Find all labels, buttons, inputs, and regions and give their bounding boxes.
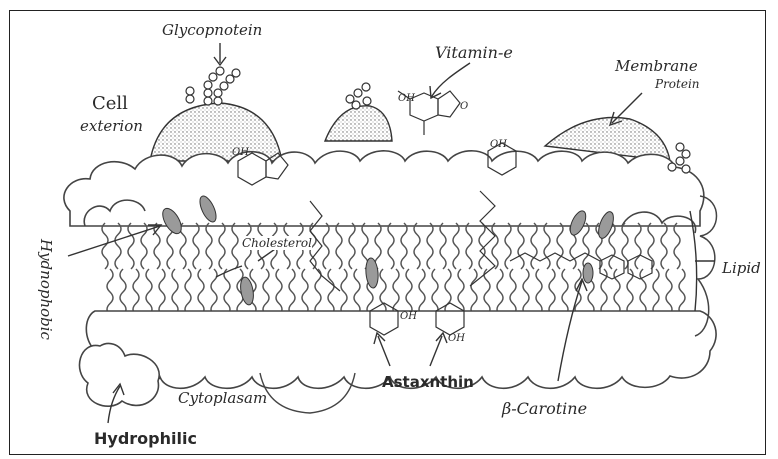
lipid-tail-upper <box>219 223 225 269</box>
lipid-tail-lower <box>497 269 503 315</box>
label-membrane: Membrane <box>615 57 698 75</box>
label-hydrophobic: Hydnophobic <box>37 239 55 340</box>
membrane-protein-middle <box>325 106 392 141</box>
lipid-tail-upper <box>557 223 563 269</box>
lipid-tail-lower <box>536 269 542 315</box>
lipid-tail-lower <box>471 269 477 315</box>
lipid-tail-lower <box>328 269 334 315</box>
lipid-tail-upper <box>388 223 394 269</box>
lipid-tail-lower <box>133 269 139 315</box>
lipid-tail-upper <box>674 223 680 269</box>
label-oh-ring-top: OH <box>490 139 507 150</box>
lipid-tail-lower <box>523 269 529 315</box>
lipid-tail-upper <box>648 223 654 269</box>
lipid-tail-upper <box>193 223 199 269</box>
label-exterior: exterion <box>80 117 143 135</box>
lipid-tail-lower <box>172 269 178 315</box>
lipid-tail-lower <box>679 269 685 315</box>
lipid-tail-upper <box>232 223 238 269</box>
lipid-tail-lower <box>107 269 113 315</box>
lipid-tail-lower <box>406 269 412 315</box>
lipid-tail-lower <box>354 269 360 315</box>
label-cell: Cell <box>92 93 128 114</box>
lipid-tail-upper <box>466 223 472 269</box>
lipid-tail-upper <box>401 223 407 269</box>
lipid-tail-lower <box>263 269 269 315</box>
label-vitamin-e: Vitamin-e <box>435 43 513 62</box>
lipid-tail-upper <box>635 223 641 269</box>
lipid-tail-lower <box>276 269 282 315</box>
label-beta-carotene: β-Carotine <box>502 399 587 418</box>
label-hydrophilic: Hydrophilic <box>94 429 197 448</box>
label-protein: Protein <box>655 77 700 91</box>
lipid-tail-upper <box>206 223 212 269</box>
lipid-tail-lower <box>224 269 230 315</box>
lipid-tail-lower <box>302 269 308 315</box>
lipid-tail-upper <box>128 223 134 269</box>
lipid-tail-upper <box>583 223 589 269</box>
lipid-tail-upper <box>544 223 550 269</box>
label-cholesterol: Cholesterol <box>242 236 312 250</box>
label-oh-astax-2: OH <box>448 333 465 344</box>
lipid-tail-upper <box>479 223 485 269</box>
lipid-tail-lower <box>120 269 126 315</box>
lipid-tail-upper <box>414 223 420 269</box>
label-oh-ring-left: OH <box>232 147 249 158</box>
lipid-tail-lower <box>445 269 451 315</box>
lipid-tail-upper <box>102 223 108 269</box>
lipid-tail-upper <box>336 223 342 269</box>
label-oh-vitamin: OH <box>398 93 415 104</box>
lipid-tail-lower <box>484 269 490 315</box>
label-cytoplasm: Cytoplasam <box>178 389 267 407</box>
lipid-tail-upper <box>622 223 628 269</box>
lipid-tails <box>102 223 685 315</box>
label-o-vitamin: O <box>460 101 468 112</box>
label-oh-astax-1: OH <box>400 311 417 322</box>
label-astaxanthin: Astaxnthin <box>382 373 474 391</box>
lipid-tail-lower <box>653 269 659 315</box>
lipid-tail-upper <box>375 223 381 269</box>
lipid-tail-lower <box>627 269 633 315</box>
lipid-tail-lower <box>666 269 672 315</box>
lipid-tail-upper <box>505 223 511 269</box>
lipid-tail-upper <box>661 223 667 269</box>
lipid-tail-upper <box>115 223 121 269</box>
lipid-tail-lower <box>315 269 321 315</box>
lipid-tail-lower <box>510 269 516 315</box>
label-glycoprotein: Glycopnotein <box>162 21 262 39</box>
lipid-tail-lower <box>211 269 217 315</box>
lipid-tail-upper <box>349 223 355 269</box>
lipid-tail-lower <box>549 269 555 315</box>
lipid-tail-upper <box>518 223 524 269</box>
lipid-tail-lower <box>341 269 347 315</box>
lipid-tail-lower <box>380 269 386 315</box>
lipid-tail-upper <box>323 223 329 269</box>
lipid-tail-lower <box>432 269 438 315</box>
lipid-tail-lower <box>289 269 295 315</box>
lipid-tail-lower <box>146 269 152 315</box>
lipid-tail-lower <box>419 269 425 315</box>
lipid-tail-upper <box>492 223 498 269</box>
diagram-frame: Glycopnotein Vitamin-e Membrane Protein … <box>9 10 766 455</box>
lipid-tail-upper <box>440 223 446 269</box>
lipid-tail-upper <box>531 223 537 269</box>
membrane-protein-left <box>150 103 282 161</box>
label-lipid: Lipid <box>722 259 761 277</box>
lipid-tail-lower <box>185 269 191 315</box>
lipid-tail-lower <box>198 269 204 315</box>
lipid-tail-lower <box>562 269 568 315</box>
lipid-tail-upper <box>427 223 433 269</box>
lipid-tail-upper <box>453 223 459 269</box>
lipid-tail-lower <box>159 269 165 315</box>
